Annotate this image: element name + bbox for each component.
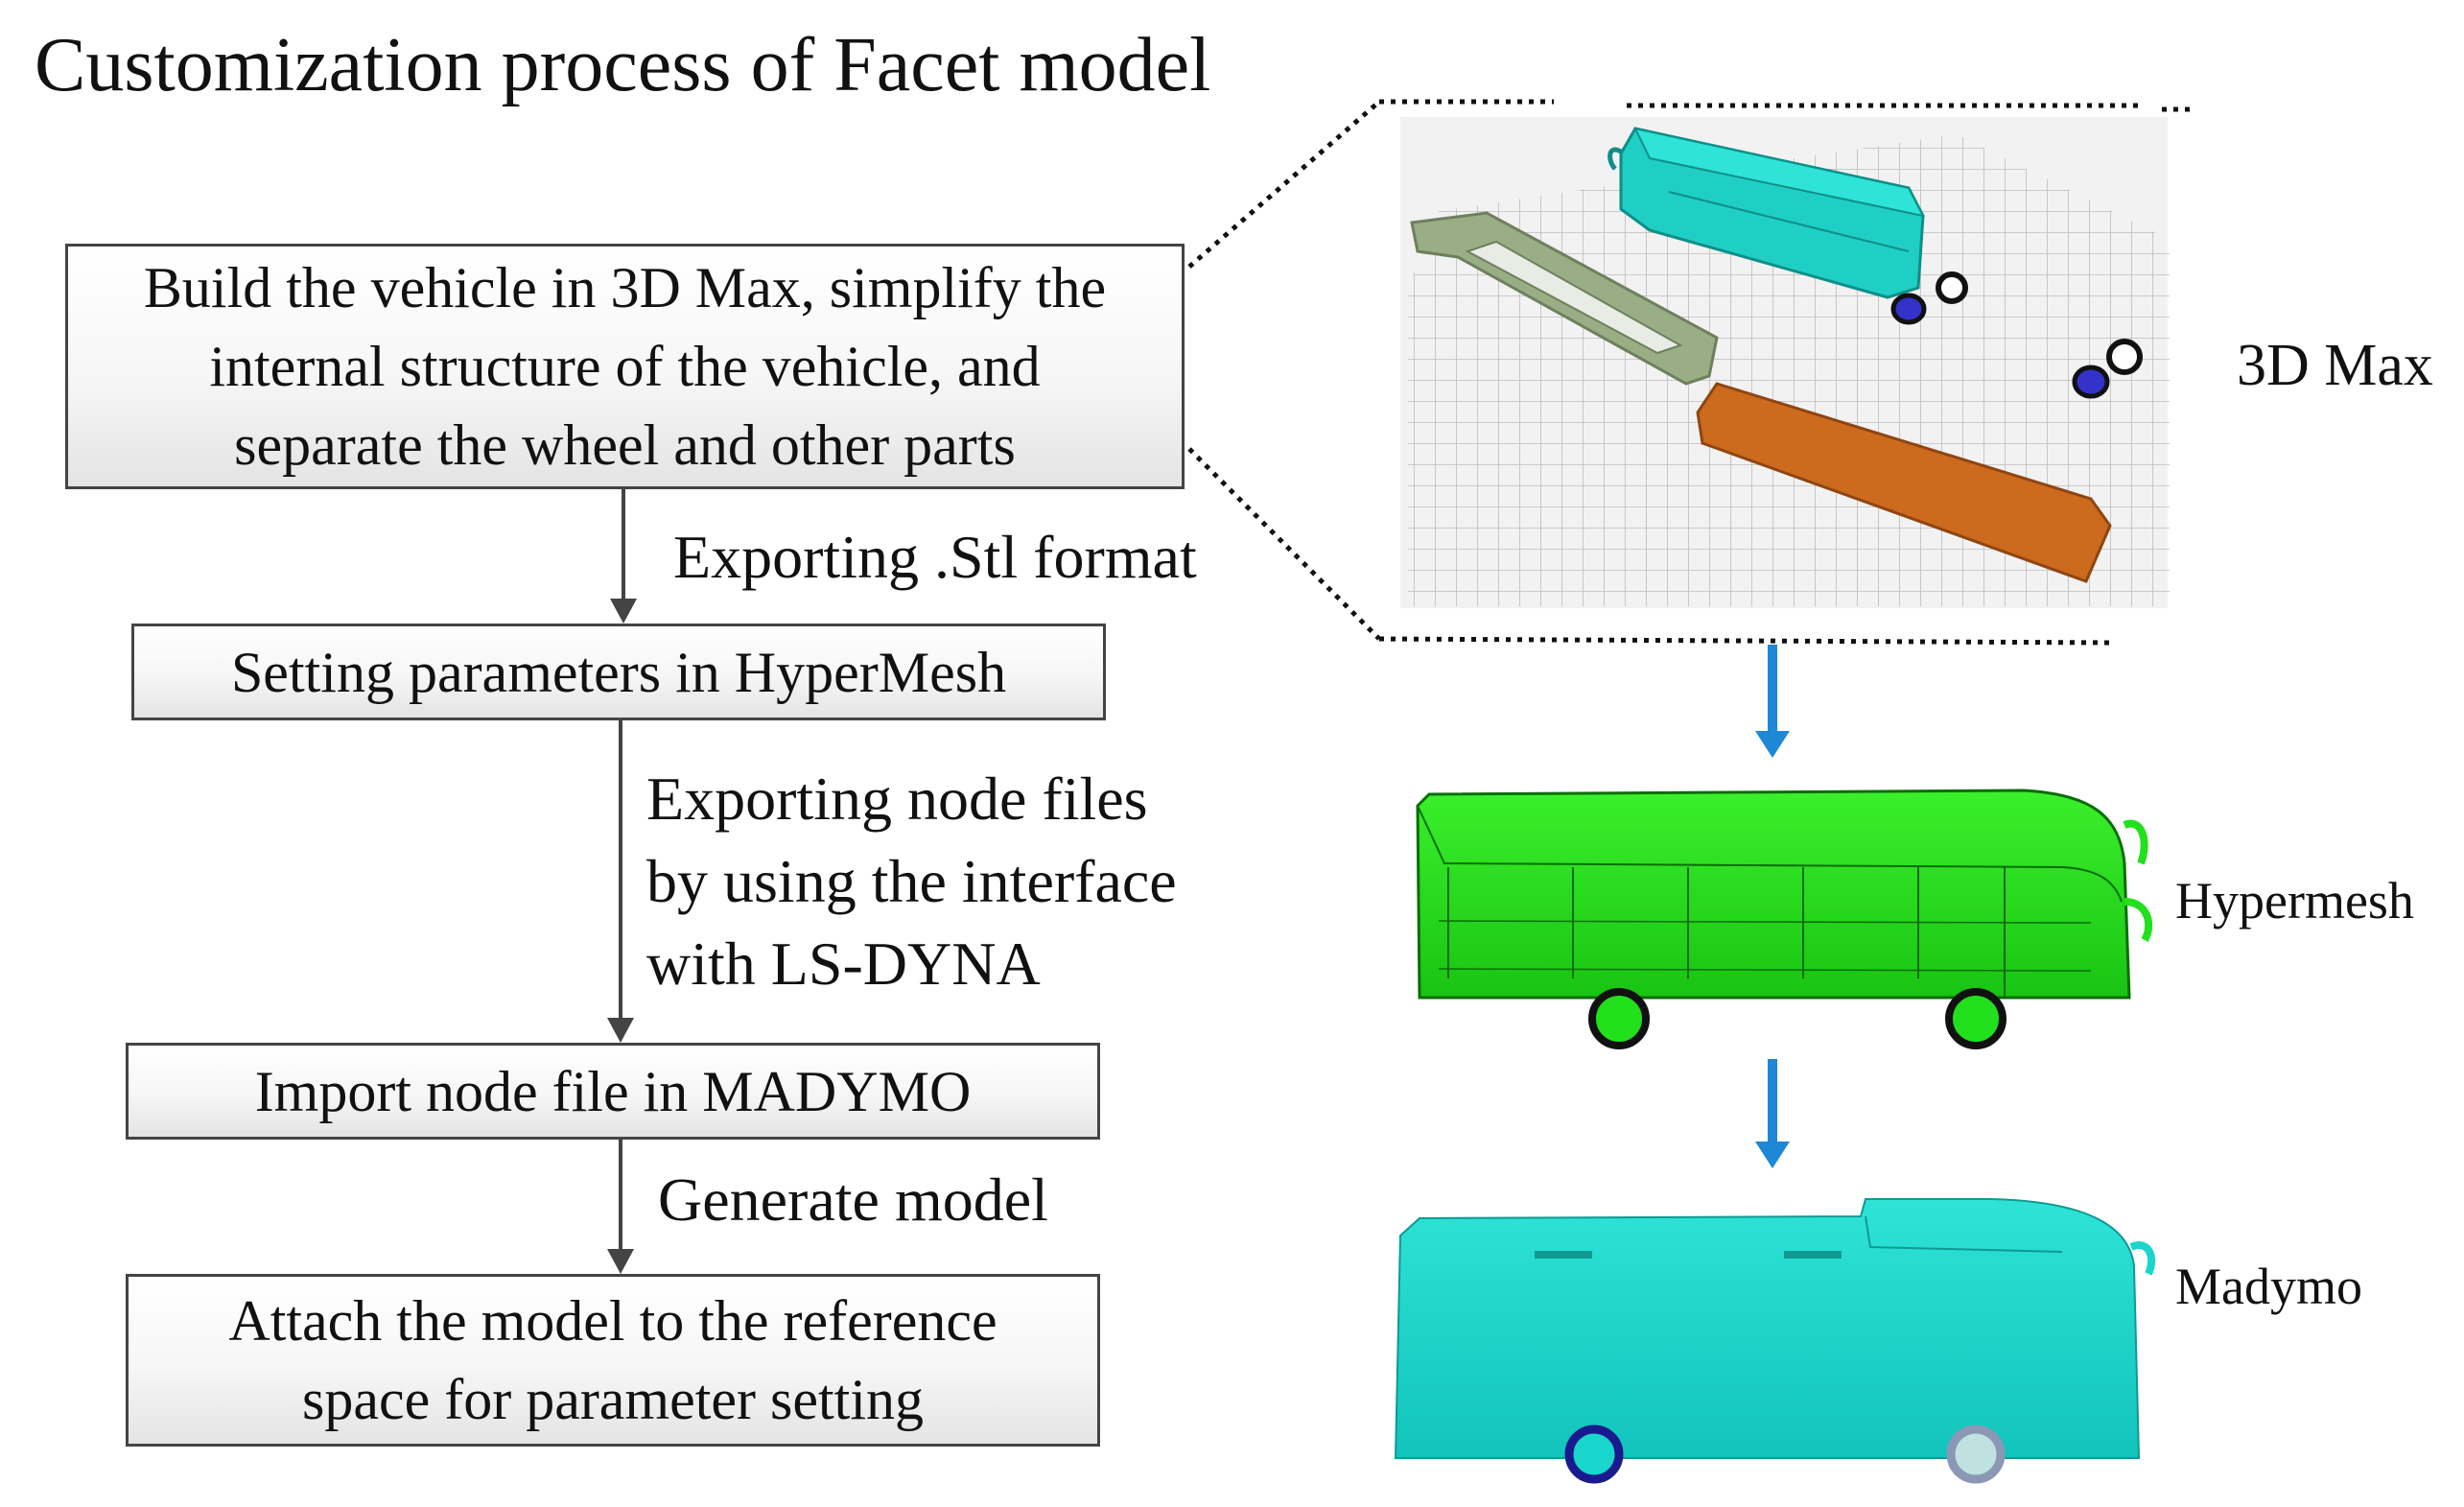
seat-frame-part xyxy=(1696,382,2112,583)
step-1-line-2: internal structure of the vehicle, and xyxy=(209,335,1041,398)
step-2-line-1: Setting parameters in HyperMesh xyxy=(230,640,1007,704)
panel-label-hypermesh: Hypermesh xyxy=(2175,872,2414,930)
step-madymo-box: Import node file in MADYMO xyxy=(126,1043,1100,1140)
roof-frame-part xyxy=(1410,211,1719,386)
panel-label-3dmax: 3D Max xyxy=(2237,333,2433,398)
step-1-line-1: Build the vehicle in 3D Max, simplify th… xyxy=(143,256,1107,319)
figure-title: Customization process of Facet model xyxy=(35,23,1211,107)
flow-arrow-2 xyxy=(607,720,634,1043)
step-4-line-2: space for parameter setting xyxy=(301,1368,925,1431)
bus-body-part xyxy=(1607,127,1925,299)
transition-generate-model: Generate model xyxy=(658,1166,1048,1234)
step-build-vehicle-box: Build the vehicle in 3D Max, simplify th… xyxy=(65,244,1185,489)
flow-arrow-3 xyxy=(607,1140,634,1274)
madymo-bus-model xyxy=(1394,1198,2156,1484)
step-4-line-1: Attach the model to the reference xyxy=(228,1289,997,1353)
hypermesh-bus-model xyxy=(1416,789,2153,1049)
panel-label-madymo: Madymo xyxy=(2175,1258,2362,1315)
zoom-connector xyxy=(1187,99,2196,646)
step-1-line-3: separate the wheel and other parts xyxy=(234,413,1016,477)
step-3-line-1: Import node file in MADYMO xyxy=(254,1059,972,1123)
blue-arrow-1 xyxy=(1755,645,1790,758)
transition-export-node-files: Exporting node files by using the interf… xyxy=(646,765,1177,998)
transition-export-stl: Exporting .Stl format xyxy=(673,523,1197,591)
step-hypermesh-box: Setting parameters in HyperMesh xyxy=(131,624,1106,720)
step-attach-model-box: Attach the model to the reference space … xyxy=(126,1274,1100,1447)
max-scene-image xyxy=(1400,117,2170,608)
wheel-parts xyxy=(1890,271,2143,399)
flow-arrow-1 xyxy=(610,489,637,624)
blue-arrow-2 xyxy=(1755,1059,1790,1168)
